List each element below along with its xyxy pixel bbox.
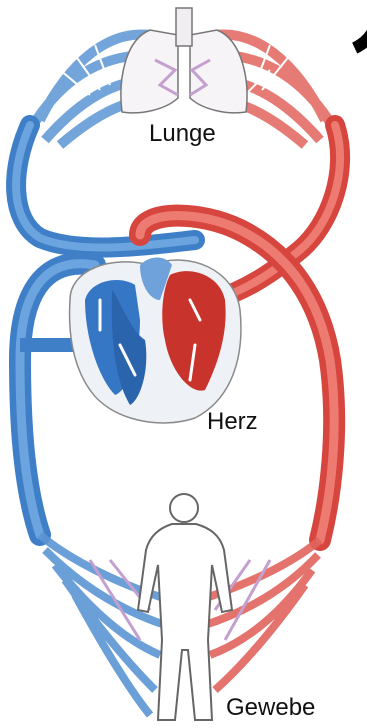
heart [70, 258, 241, 423]
tissue-label: Gewebe [226, 695, 315, 721]
lungs [121, 8, 247, 113]
lung-label: Lunge [149, 121, 216, 147]
heart-label: Herz [207, 409, 258, 435]
